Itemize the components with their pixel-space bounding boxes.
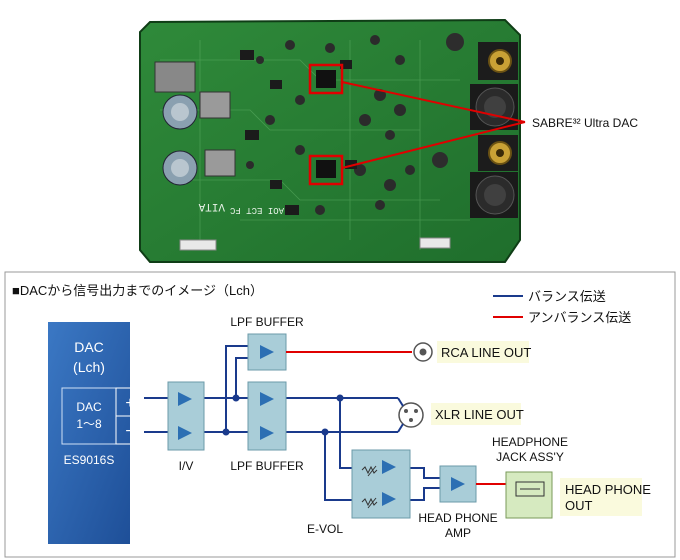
evol-block <box>351 449 411 519</box>
rca-jack-top <box>478 42 518 80</box>
pcb-photo: AOI ECT FC VITA <box>139 18 521 263</box>
xlr-label-bg <box>431 403 521 425</box>
hp-out-label-line2: OUT <box>565 498 593 513</box>
hp-amp-label-line2: AMP <box>445 526 471 540</box>
plus-sign: + <box>125 395 134 412</box>
rca-line-out-label: RCA LINE OUT <box>441 345 531 360</box>
silk-label-2: VITA <box>198 200 225 212</box>
hp-out-label-bg <box>560 478 642 516</box>
xlr-jack-top <box>470 84 518 130</box>
dac-title-line1: DAC <box>74 339 104 355</box>
headphone-jack-icon <box>505 471 553 519</box>
dac-chip-label: ES9016S <box>64 453 115 467</box>
iv-block <box>167 381 205 451</box>
lpf-buffer-top-label: LPF BUFFER <box>230 315 304 329</box>
rca-connector-icon <box>413 342 433 362</box>
legend: バランス伝送 アンバランス伝送 <box>493 289 631 325</box>
lpf-buffer-mid-label: LPF BUFFER <box>230 459 304 473</box>
legend-balanced: バランス伝送 <box>528 289 606 304</box>
dac-block: DAC (Lch) DAC 1～8 ES9016S + − <box>48 322 145 544</box>
hp-jack-label-line1: HEADPHONE <box>492 435 568 449</box>
silk-label-1: AOI ECT FC <box>229 205 284 215</box>
callout-lines <box>341 81 526 169</box>
dac-inner-line1: DAC <box>76 400 102 414</box>
minus-sign: − <box>125 423 134 440</box>
rca-jack-bottom <box>478 135 518 171</box>
dac-title-line2: (Lch) <box>73 359 105 375</box>
callout-label: SABRE³² Ultra DAC <box>532 116 638 130</box>
hp-jack-label-line2: JACK ASS'Y <box>496 450 564 464</box>
diagram-title: ■DACから信号出力までのイメージ（Lch） <box>12 283 263 298</box>
xlr-connector-icon <box>398 402 424 428</box>
hp-amp-block <box>439 465 477 503</box>
dac-inner-line2: 1～8 <box>76 417 102 431</box>
balanced-wiring <box>144 345 440 501</box>
xlr-line-out-label: XLR LINE OUT <box>435 407 524 422</box>
legend-unbalanced: アンバランス伝送 <box>528 310 631 325</box>
hp-out-label-line1: HEAD PHONE <box>565 482 651 497</box>
lpf-buffer-top <box>247 333 287 371</box>
iv-label: I/V <box>179 459 194 473</box>
xlr-jack-bottom <box>470 172 518 218</box>
rca-label-bg <box>437 341 529 363</box>
hp-amp-label-line1: HEAD PHONE <box>418 511 497 525</box>
evol-label: E-VOL <box>307 522 343 536</box>
junction-dots <box>222 394 344 436</box>
lpf-buffer-mid <box>247 381 287 451</box>
